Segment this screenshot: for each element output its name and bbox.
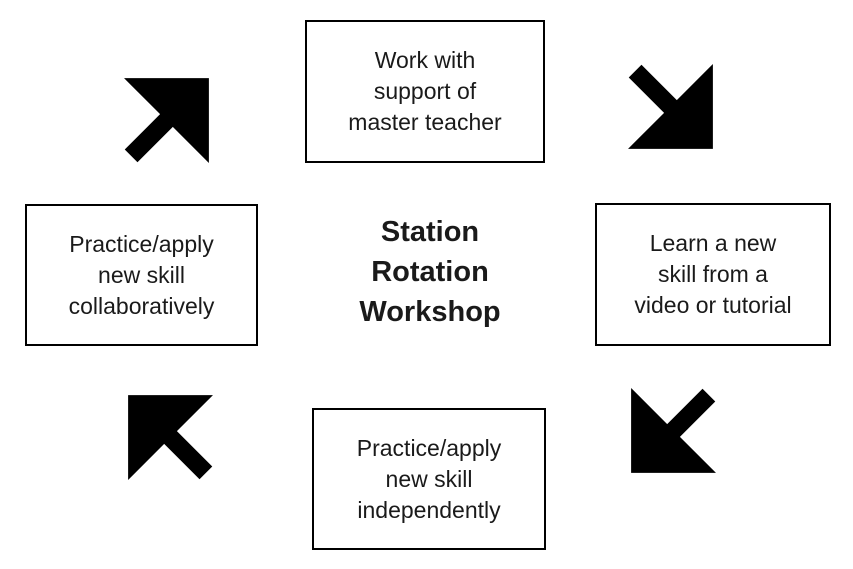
station-label: Practice/apply new skill independently: [356, 434, 502, 523]
station-label: Practice/apply new skill collaboratively: [68, 230, 215, 319]
station-box-practice-collaboratively: Practice/apply new skill collaboratively: [25, 204, 258, 346]
station-label: Learn a new skill from a video or tutori…: [634, 230, 792, 318]
station-label: Work with support of master teacher: [348, 47, 502, 135]
arrow-up-right-icon: [114, 61, 226, 173]
diagram-title: Station Rotation Workshop: [359, 216, 501, 328]
station-box-master-teacher: Work with support of master teacher: [305, 20, 545, 163]
station-box-learn-new-skill: Learn a new skill from a video or tutori…: [595, 203, 831, 346]
arrow-up-left-icon: [111, 378, 223, 490]
station-box-practice-independently: Practice/apply new skill independently: [312, 408, 546, 550]
arrow-down-right-icon: [618, 54, 730, 166]
arrow-down-left-icon: [614, 378, 726, 490]
